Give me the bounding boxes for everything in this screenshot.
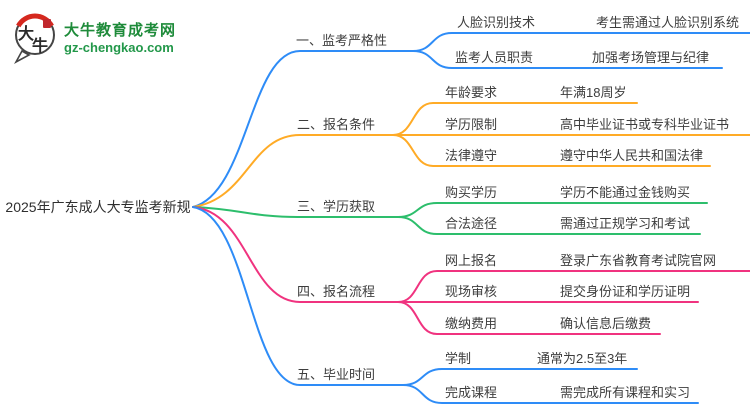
branch-1-child-2-leaf: 加强考场管理与纪律 [592, 50, 710, 65]
connector-line [412, 32, 750, 52]
svg-text:牛: 牛 [32, 36, 48, 55]
branch-2-label: 二、报名条件 [297, 117, 376, 132]
branch-4-child-1-leaf: 登录广东省教育考试院官网 [560, 253, 717, 268]
site-url: gz-chengkao.com [64, 39, 174, 55]
connector-line [402, 368, 638, 386]
branch-3-label: 三、学历获取 [297, 199, 376, 214]
branch-1-child-1-leaf: 考生需通过人脸识别系统 [596, 15, 740, 30]
connector-line [192, 50, 414, 208]
branch-5-child-1-label: 学制 [445, 351, 472, 366]
branch-4-child-2-label: 现场审核 [445, 284, 498, 299]
branch-2-child-1-label: 年龄要求 [445, 85, 498, 100]
branch-1-label: 一、监考严格性 [296, 33, 388, 48]
branch-3-child-2-label: 合法途径 [445, 216, 498, 231]
branch-1-connectors [192, 32, 750, 208]
connector-line [192, 134, 394, 208]
connector-line [397, 301, 661, 335]
logo-bubble-icon: 大 牛 [14, 13, 55, 64]
connector-line [412, 50, 723, 69]
branch-2-child-3-label: 法律遵守 [445, 148, 498, 163]
branch-1-child-1-label: 人脸识别技术 [457, 15, 536, 30]
connector-line [192, 206, 399, 218]
branch-5-child-1-leaf: 通常为2.5至3年 [537, 351, 628, 366]
branch-2-child-2-label: 学历限制 [445, 117, 498, 132]
branch-2-child-3-leaf: 遵守中华人民共和国法律 [560, 148, 704, 163]
branch-3-connectors [192, 202, 708, 235]
connector-line [397, 216, 701, 235]
connector-line [192, 206, 399, 303]
branch-3-child-2-leaf: 需通过正规学习和考试 [560, 216, 691, 231]
branch-2-connectors [192, 102, 750, 208]
branch-5-label: 五、毕业时间 [297, 367, 376, 382]
svg-text:大: 大 [18, 24, 34, 43]
branch-5-child-2-leaf: 需完成所有课程和实习 [560, 385, 691, 400]
connector-line [392, 134, 711, 167]
branch-4-child-3-label: 缴纳费用 [445, 316, 498, 331]
branch-4-child-2-leaf: 提交身份证和学历证明 [560, 284, 691, 299]
branch-5-child-2-label: 完成课程 [445, 385, 498, 400]
connector-line [392, 102, 638, 136]
branch-4-connectors [192, 206, 750, 335]
site-logo: 大 牛 大牛教育成考网 gz-chengkao.com [10, 12, 176, 64]
branch-4-label: 四、报名流程 [297, 284, 376, 299]
branch-3-child-1-leaf: 学历不能通过金钱购买 [560, 185, 691, 200]
root-topic: 2025年广东成人大专监考新规 [5, 199, 191, 215]
branch-5-connectors [192, 206, 699, 404]
branch-4-child-3-leaf: 确认信息后缴费 [560, 316, 652, 331]
site-name: 大牛教育成考网 [64, 21, 177, 39]
branch-2-child-1-leaf: 年满18周岁 [560, 85, 627, 100]
branch-1-child-2-label: 监考人员职责 [455, 50, 534, 65]
branch-3-child-1-label: 购买学历 [445, 185, 498, 200]
branch-4-child-1-label: 网上报名 [445, 253, 498, 268]
branch-2-child-2-leaf: 高中毕业证书或专科毕业证书 [560, 117, 730, 132]
connector-line [192, 206, 404, 386]
connector-line [402, 384, 699, 404]
connector-line [397, 270, 750, 303]
